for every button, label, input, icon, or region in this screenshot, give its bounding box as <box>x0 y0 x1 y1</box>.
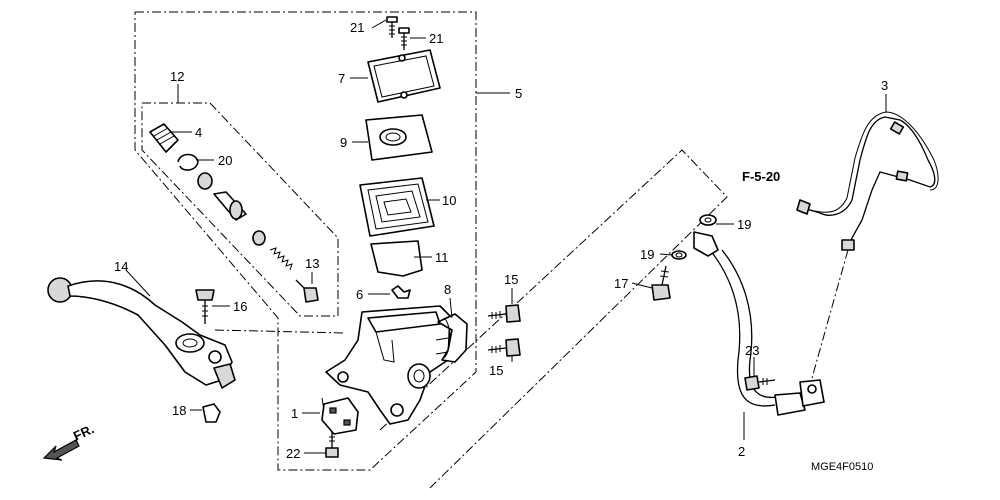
callout-14: 14 <box>114 259 128 274</box>
callout-19-upper: 19 <box>737 217 751 232</box>
boot-4 <box>149 123 179 153</box>
callout-21-left: 21 <box>350 20 364 35</box>
leader-lines <box>125 19 887 454</box>
brake-switch-1 <box>321 397 359 435</box>
callout-4: 4 <box>195 125 202 140</box>
callout-18: 18 <box>172 403 186 418</box>
screw-22 <box>325 432 339 458</box>
front-direction-arrow-icon <box>42 439 80 461</box>
lever-to-body-link <box>214 329 346 334</box>
callout-5: 5 <box>515 86 522 101</box>
callout-15-lower: 15 <box>489 363 503 378</box>
washer-19-lower <box>671 250 687 260</box>
push-rod-13 <box>295 279 319 303</box>
callout-1: 1 <box>291 406 298 421</box>
callout-7: 7 <box>338 71 345 86</box>
bolt-15-upper <box>487 304 521 323</box>
pipe-to-hose-link <box>811 249 849 379</box>
holder-8 <box>437 313 468 363</box>
spring <box>269 247 293 271</box>
callout-19-lower: 19 <box>640 247 654 262</box>
callout-13: 13 <box>305 256 319 271</box>
callout-2: 2 <box>738 444 745 459</box>
bolt-15-lower <box>487 338 521 357</box>
hose-assembly-boundary <box>379 149 728 489</box>
screw-21-left <box>386 16 398 38</box>
clip-6 <box>391 285 411 299</box>
diagram-code: MGE4F0510 <box>811 461 873 473</box>
front-direction-label: FR. <box>71 421 96 443</box>
piston <box>213 191 247 221</box>
diaphragm-plate-9 <box>365 114 433 161</box>
callout-8: 8 <box>444 282 451 297</box>
washer-19-upper <box>699 214 717 226</box>
bolt-23 <box>744 375 776 391</box>
nut-18 <box>202 403 221 423</box>
callout-23: 23 <box>745 343 759 358</box>
callout-12: 12 <box>170 69 184 84</box>
piston-seal <box>252 230 266 246</box>
float-plate-11 <box>370 240 423 277</box>
callout-17: 17 <box>614 276 628 291</box>
callout-3: 3 <box>881 78 888 93</box>
callout-9: 9 <box>340 135 347 150</box>
snap-ring-20 <box>177 153 199 171</box>
brake-pipe-3 <box>796 111 939 251</box>
callout-22: 22 <box>286 446 300 461</box>
callout-6: 6 <box>356 287 363 302</box>
callout-20: 20 <box>218 153 232 168</box>
assembly-12-boundary <box>141 102 339 317</box>
pivot-bolt-16 <box>195 289 215 324</box>
brake-hose-2 <box>693 231 825 416</box>
screw-21-right <box>398 27 410 50</box>
callout-10: 10 <box>442 193 456 208</box>
reservoir-cap-7 <box>367 49 441 103</box>
brake-lever-14 <box>47 277 236 389</box>
banjo-bolt-17 <box>651 265 671 301</box>
piston-cup <box>197 172 213 190</box>
callout-15-upper: 15 <box>504 272 518 287</box>
callout-21-right: 21 <box>429 31 443 46</box>
assembly-5-boundary <box>134 11 477 471</box>
callout-16: 16 <box>233 299 247 314</box>
diaphragm-10 <box>359 177 435 237</box>
cross-reference-label: F-5-20 <box>742 169 780 184</box>
callout-11: 11 <box>435 250 449 265</box>
